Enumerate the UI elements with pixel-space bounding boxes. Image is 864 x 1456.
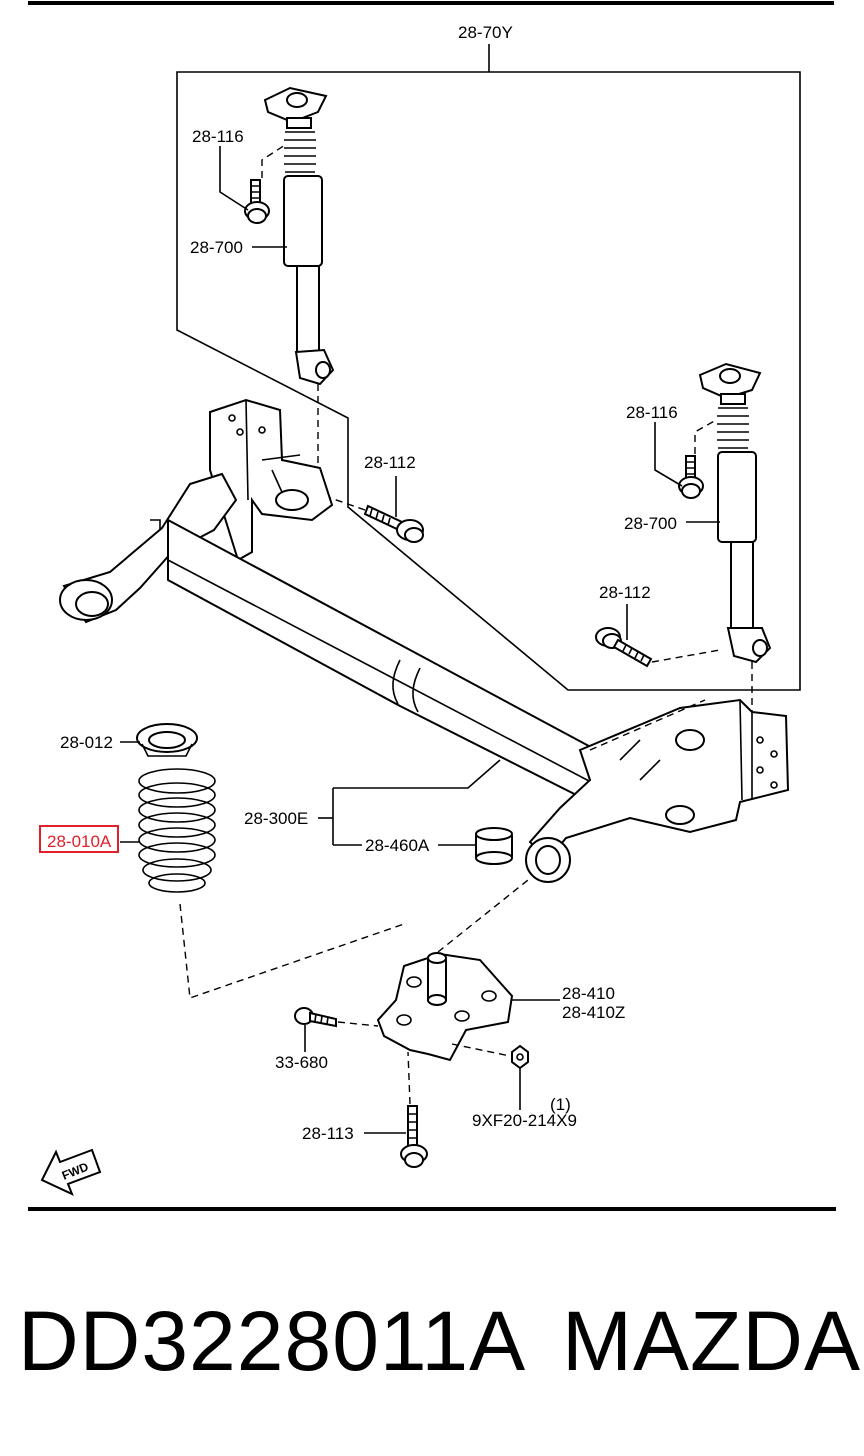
dash-bolt-right-lower (651, 649, 721, 663)
label-bolt-bottom: 28-113 (302, 1124, 354, 1143)
label-bolt-left-upper: 28-116 (192, 127, 244, 146)
label-bolt-right-lower: 28-112 (599, 583, 651, 602)
dash-bolt-bottom (407, 1051, 411, 1105)
bolt-bracket (294, 1007, 337, 1028)
label-bolt-bracket: 33-680 (275, 1053, 328, 1072)
shock-absorber-left (263, 86, 335, 386)
dash-right-upper (694, 419, 717, 454)
dash-bolt-bracket (337, 1021, 379, 1027)
label-bolt-right-upper: 28-116 (626, 403, 678, 422)
dash-left-upper (261, 144, 286, 178)
bracket (376, 952, 514, 1062)
label-spring: 28-010A (47, 832, 112, 851)
dash-bracket-top (437, 879, 529, 953)
label-nut: 9XF20-214X9 (472, 1111, 577, 1130)
highlight-box (39, 825, 119, 853)
label-axle-beam: 28-300E (244, 809, 308, 828)
leader-axle-beam (333, 759, 501, 789)
dash-nut (451, 1043, 511, 1057)
label-nut-qty: (1) (550, 1095, 571, 1114)
label-bracket: 28-410 (562, 984, 615, 1003)
label-shock-right: 28-700 (624, 514, 677, 533)
spring-seat (136, 723, 198, 757)
leader-left-upper (219, 146, 249, 211)
bolt-left-upper (244, 179, 270, 224)
label-bracket-alt: 28-410Z (562, 1003, 625, 1022)
label-shock-left: 28-700 (190, 238, 243, 257)
axle-beam (59, 398, 790, 883)
dash-right-arm (589, 699, 706, 751)
leader-right-upper (654, 422, 683, 487)
footer-part-number: DD3228011A (18, 1294, 526, 1388)
coil-spring (138, 768, 216, 893)
fwd-arrow-icon: FWD (40, 1148, 102, 1196)
bolt-center (363, 504, 424, 543)
label-bolt-center: 28-112 (364, 453, 416, 472)
shock-assembly-outline (176, 71, 801, 691)
bolt-right-lower (595, 627, 653, 668)
bolt-right-upper (678, 455, 704, 499)
label-spring-seat: 28-012 (60, 733, 113, 752)
bushing (475, 827, 513, 865)
label-assembly: 28-70Y (458, 23, 513, 42)
nut (511, 1044, 529, 1070)
footer-brand: MAZDA (562, 1294, 861, 1388)
label-bushing: 28-460A (365, 836, 430, 855)
dash-spring (179, 903, 405, 999)
shock-absorber-right (698, 362, 772, 664)
bolt-bottom (400, 1105, 428, 1168)
